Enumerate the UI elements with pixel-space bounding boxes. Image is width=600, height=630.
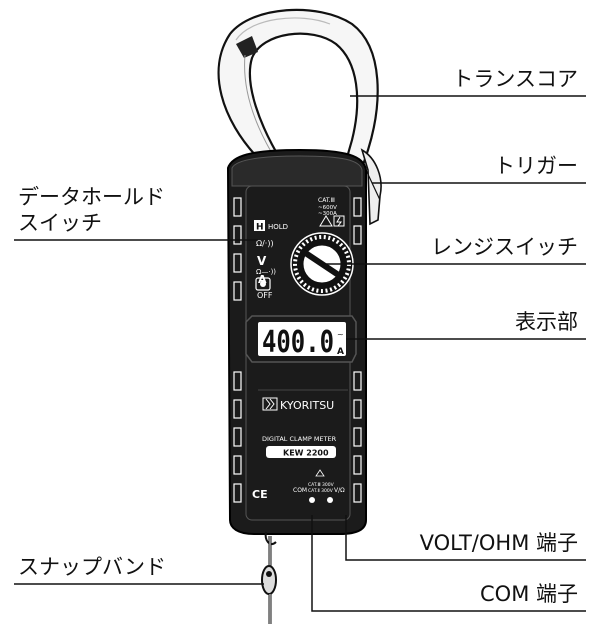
range-ohm-label: Ω/·)) (256, 239, 274, 248)
range-cont-label: Ω—·)) (256, 268, 276, 276)
label-volt-ohm-terminal: VOLT/OHM 端子 (419, 531, 578, 555)
snap-band (261, 531, 277, 624)
com-label: COM (293, 487, 307, 494)
safety-marks: CAT.Ⅲ ~600V ~300A (318, 197, 345, 227)
ce-mark-icon: CE (252, 488, 268, 501)
safety-cat-line-1: CAT.Ⅲ (318, 197, 335, 204)
left-grip-ridges (233, 197, 242, 503)
transformer-core-jaw (217, 8, 379, 170)
range-labels: Ω/·)) V A OFF Ω—·)) (255, 239, 276, 300)
range-off-label: OFF (257, 291, 273, 300)
label-display: 表示部 (515, 310, 578, 334)
label-com-terminal: COM 端子 (480, 582, 578, 606)
label-data-hold-line-1: データホールド (18, 185, 165, 209)
hold-icon-letter: H (256, 223, 264, 233)
hold-label: HOLD (268, 223, 288, 231)
lcd-reading: 400.0 (262, 325, 334, 360)
vohm-label: V/Ω (334, 487, 345, 494)
range-v-label: V (257, 254, 267, 268)
leader-lines (14, 95, 586, 612)
label-trigger: トリガー (494, 154, 578, 178)
lightning-icon (333, 215, 345, 227)
lcd-unit: A (337, 347, 344, 357)
brand-name: KYORITSU (280, 399, 334, 412)
safety-cat-line-3: ~300A (318, 211, 337, 217)
data-hold-switch: H HOLD (254, 220, 288, 233)
model-name: KEW 2200 (283, 449, 329, 458)
warning-icon (319, 215, 333, 227)
ground-icon (315, 469, 325, 477)
continuity-button-icon (255, 277, 271, 291)
lcd-display: 400.0 ~ A (245, 315, 357, 363)
label-data-hold-line-2: スイッチ (18, 211, 102, 235)
label-transformer-core: トランスコア (452, 67, 578, 91)
model-description: DIGITAL CLAMP METER (262, 435, 337, 443)
hold-button-icon (254, 220, 265, 231)
label-range-switch: レンジスイッチ (431, 235, 578, 259)
terminal-cat-line-1: CAT.Ⅲ 300V (308, 482, 335, 488)
right-grip-ridges (353, 197, 362, 503)
range-a-label: A (258, 273, 267, 286)
terminal-labels: CE COM V/Ω CAT.Ⅲ 300V CAT.Ⅱ 300V (252, 469, 345, 503)
label-snap-band: スナップバンド (18, 555, 167, 579)
terminal-cat-line-2: CAT.Ⅱ 300V (308, 488, 334, 494)
brand-block: KYORITSU DIGITAL CLAMP METER KEW 2200 (258, 389, 348, 458)
brand-logo-icon (262, 397, 278, 411)
lcd-ac-mark: ~ (337, 330, 344, 339)
safety-cat-line-2: ~600V (318, 205, 337, 211)
